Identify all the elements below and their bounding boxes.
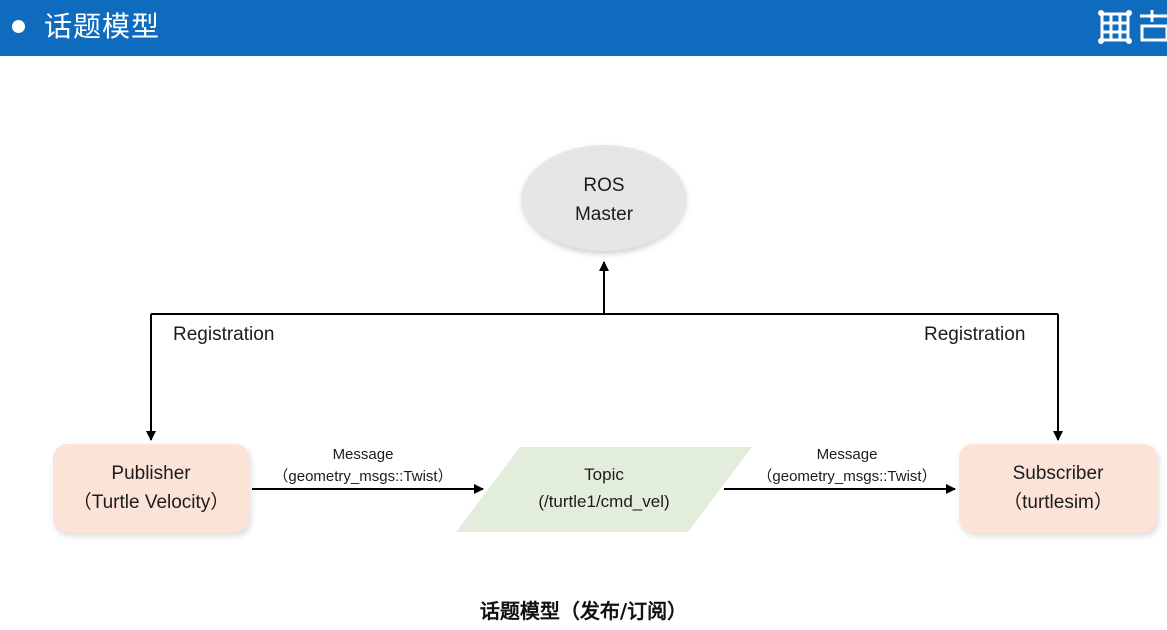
topic-label: Topic (/turtle1/cmd_vel) bbox=[490, 461, 718, 515]
message-right-label: Message （geometry_msgs::Twist） bbox=[732, 444, 962, 488]
message-left-label: Message （geometry_msgs::Twist） bbox=[248, 444, 478, 488]
registration-right-label: Registration bbox=[924, 324, 1026, 345]
ros-master-node bbox=[522, 145, 686, 251]
ros-master-line2: Master bbox=[574, 204, 634, 225]
topic-node bbox=[456, 447, 752, 532]
subscriber-label: Subscriber （turtlesim） bbox=[959, 459, 1157, 517]
publisher-line1: Publisher bbox=[111, 463, 191, 484]
slide-title: 话题模型 bbox=[44, 10, 161, 43]
publisher-node bbox=[53, 444, 249, 533]
message-left-line1: Message bbox=[332, 446, 394, 463]
ros-master-label: ROS Master bbox=[522, 171, 686, 229]
registration-left-label: Registration bbox=[173, 324, 275, 345]
subscriber-line1: Subscriber bbox=[1012, 463, 1104, 484]
subscriber-node bbox=[959, 444, 1157, 533]
publisher-line2: （Turtle Velocity） bbox=[72, 492, 230, 513]
logo-icon bbox=[1096, 8, 1167, 48]
topic-line2: (/turtle1/cmd_vel) bbox=[538, 492, 670, 511]
subscriber-line2: （turtlesim） bbox=[1003, 492, 1113, 513]
bullet-icon bbox=[12, 20, 25, 33]
ros-master-line1: ROS bbox=[583, 175, 625, 196]
message-right-line1: Message bbox=[816, 446, 878, 463]
header-bar: 话题模型 bbox=[0, 0, 1167, 56]
registration-connectors bbox=[146, 261, 1063, 441]
diagram-caption: 话题模型（发布/订阅） bbox=[479, 599, 688, 623]
message-left-line2: （geometry_msgs::Twist） bbox=[273, 468, 453, 485]
publisher-label: Publisher （Turtle Velocity） bbox=[53, 459, 249, 517]
topic-line1: Topic bbox=[584, 465, 624, 484]
message-right-line2: （geometry_msgs::Twist） bbox=[757, 468, 937, 485]
